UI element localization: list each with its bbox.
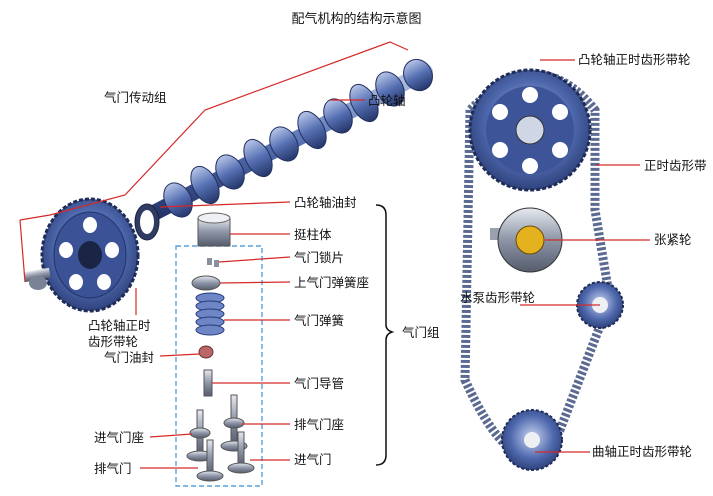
label-valve-train: 气门传动组 [104, 90, 167, 105]
label-upper-spring-seat: 上气门弹簧座 [294, 275, 370, 290]
valve-group-brace [375, 204, 395, 466]
label-cam-timing-pulley: 凸轮轴正时齿形带轮 [578, 52, 691, 67]
label-tappet: 挺柱体 [294, 227, 332, 242]
label-valve-oil-seal: 气门油封 [104, 350, 155, 365]
cam-timing-pulley-right [468, 68, 592, 192]
leader-lines [19, 41, 650, 469]
label-camshaft: 凸轮轴 [368, 93, 406, 108]
camshaft [142, 58, 433, 223]
label-camshaft-seal: 凸轮轴油封 [294, 195, 357, 210]
label-water-pump-pulley: 水泵齿形带轮 [460, 290, 536, 305]
valves [186, 394, 255, 482]
label-valve-spring: 气门弹簧 [294, 313, 345, 328]
label-intake-valve-seat: 进气门座 [94, 430, 145, 445]
label-cam-pulley-left-line2: 齿形带轮 [88, 334, 139, 349]
upper-spring-seat [191, 275, 221, 291]
label-timing-belt: 正时齿形带 [644, 158, 707, 173]
diagram-title: 配气机构的结构示意图 [291, 12, 422, 27]
label-intake-valve: 进气门 [294, 452, 332, 467]
valve-lock [207, 258, 219, 267]
label-valve-guide: 气门导管 [294, 376, 345, 391]
label-valve-lock: 气门锁片 [294, 250, 345, 265]
tensioner-part [490, 207, 563, 273]
label-tensioner: 张紧轮 [654, 232, 692, 247]
label-crank-timing-pulley: 曲轴正时齿形带轮 [592, 444, 693, 459]
label-valve-group: 气门组 [402, 325, 440, 340]
tappet [197, 212, 231, 247]
timing-belt [460, 70, 615, 461]
valve-spring [195, 292, 225, 336]
valve-guide-part [203, 369, 213, 397]
cam-pulley-left [23, 197, 140, 313]
label-exhaust-valve: 排气门 [94, 461, 132, 476]
valve-oil-seal-part [198, 345, 214, 359]
camshaft-seal [134, 203, 160, 241]
label-cam-pulley-left-line1: 凸轮轴正时 [88, 318, 151, 333]
crank-pulley-part [501, 409, 563, 471]
label-exhaust-valve-seat: 排气门座 [294, 417, 345, 432]
